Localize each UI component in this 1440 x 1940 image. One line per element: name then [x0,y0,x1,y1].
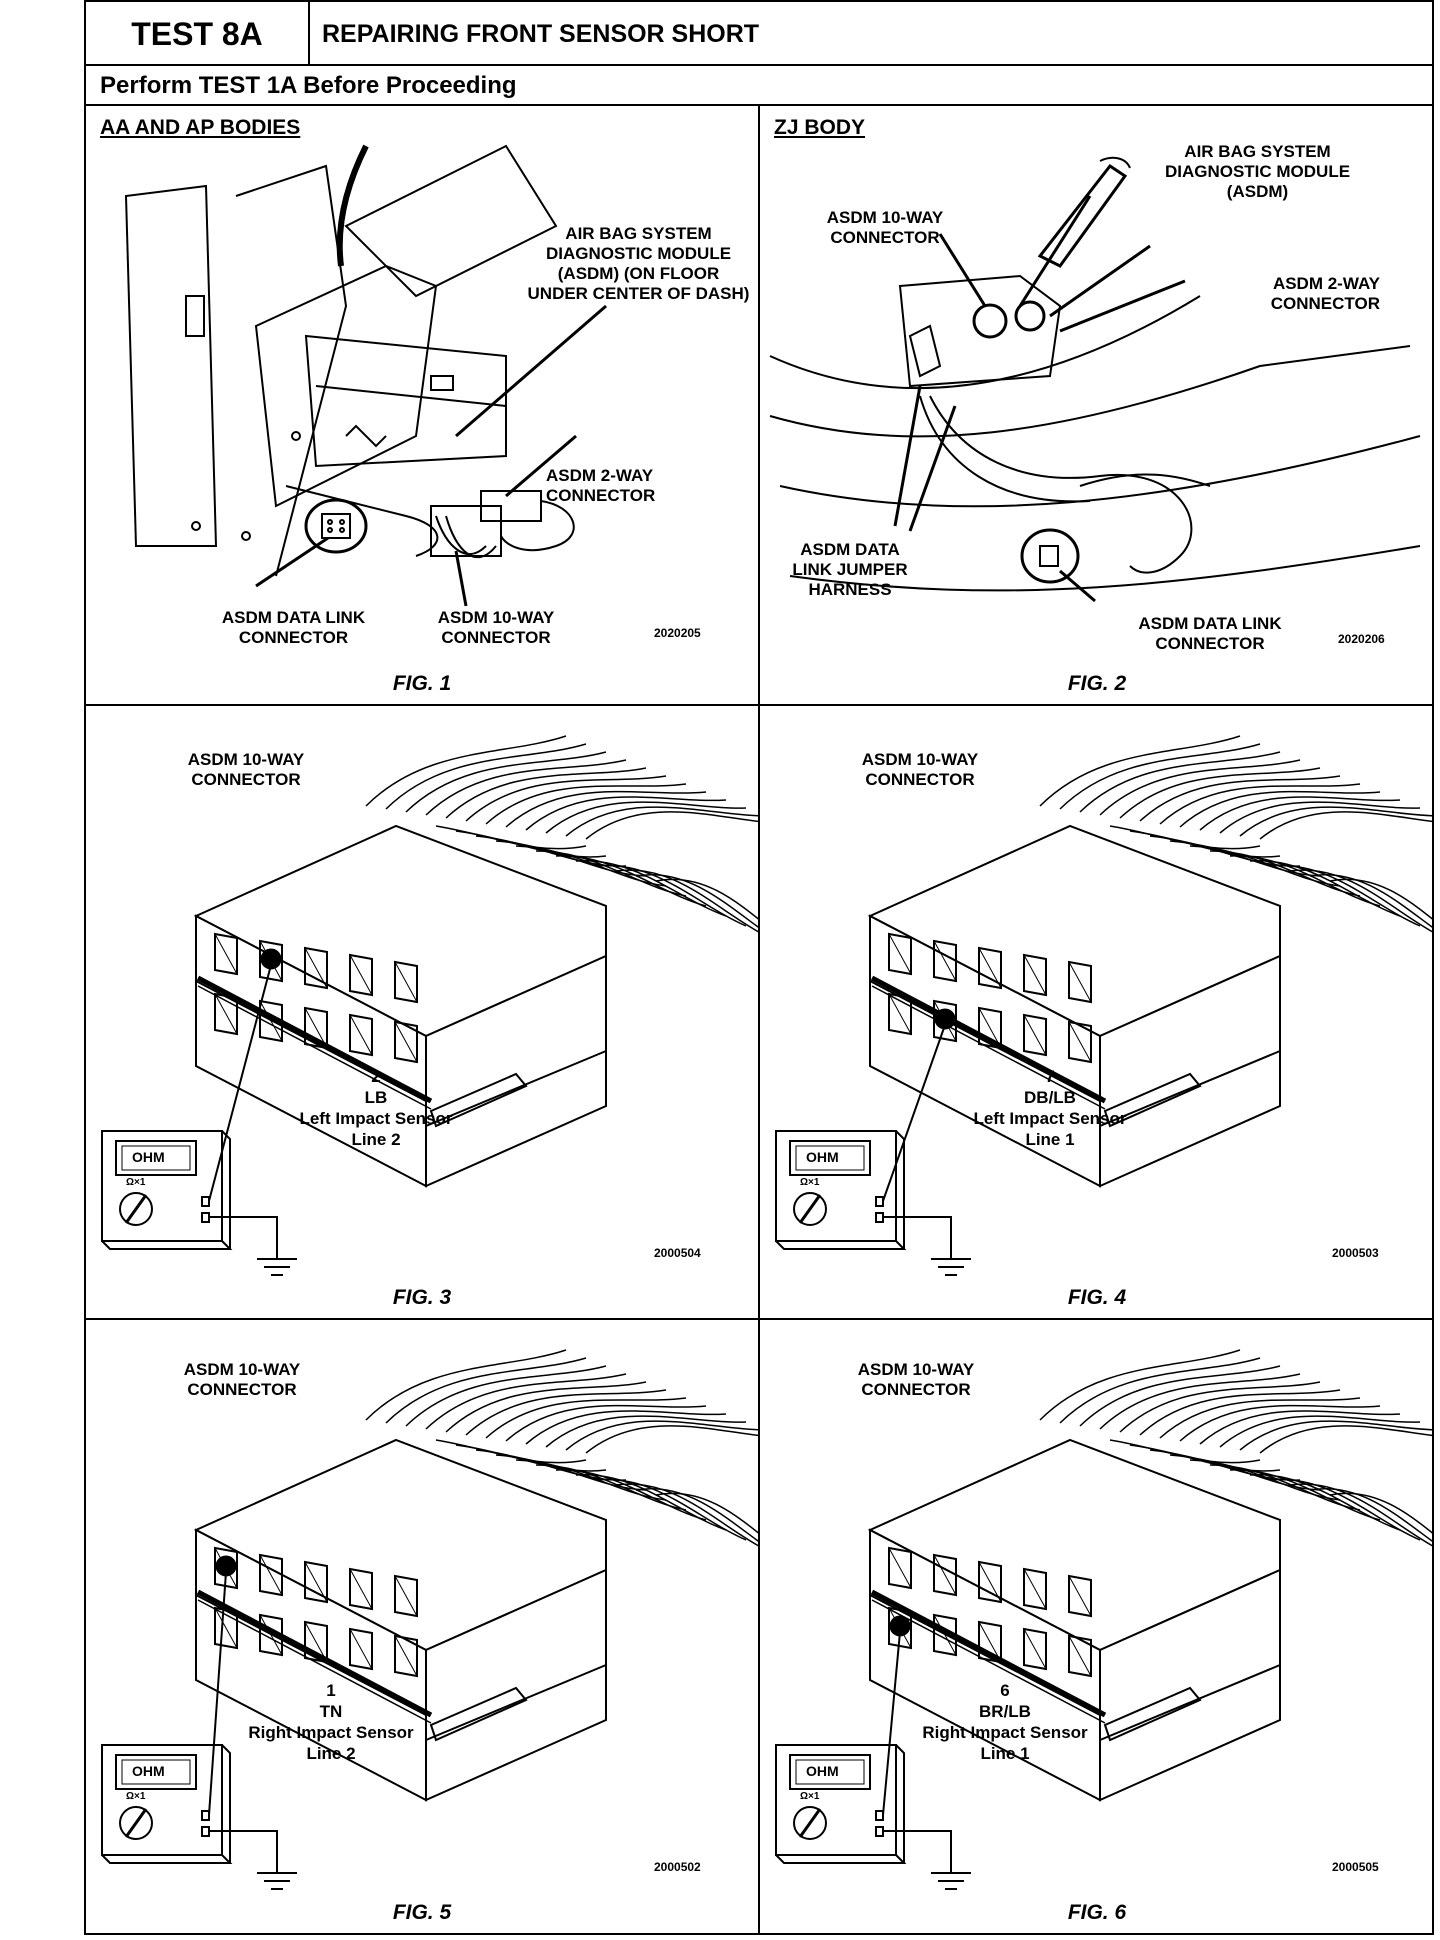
fig4-caption: FIG. 4 [1067,1286,1127,1309]
connector-illustration [101,735,758,1276]
fig4-circuit: Left Impact Sensor Line 1 [973,1109,1127,1149]
fig1-code: 2020205 [654,626,701,640]
fig2-section-title: ZJ BODY [774,116,866,139]
fig5-pin-number: 1 [326,1681,336,1700]
fig2-caption: FIG. 2 [1067,672,1127,695]
fig6-wire-color: BR/LB [979,1702,1031,1721]
prerequisite-note: Perform TEST 1A Before Proceeding [100,72,517,99]
fig6-meter-display: OHM [806,1763,839,1779]
fig6-code: 2000505 [1332,1860,1379,1874]
fig3-wire-color: LB [364,1088,388,1107]
fig5-wire-color: TN [319,1702,343,1721]
fig5-meter-range: Ω×1 [126,1791,146,1802]
fig3-caption: FIG. 3 [392,1286,452,1309]
fig3-meter-display: OHM [132,1149,165,1165]
fig1-section-title: AA AND AP BODIES [100,116,301,139]
fig1-two-way-label: ASDM 2-WAY CONNECTOR [546,466,656,505]
fig3-code: 2000504 [654,1246,701,1260]
fig5-caption: FIG. 5 [392,1901,452,1924]
fig6-caption: FIG. 6 [1067,1901,1127,1924]
title-row: TEST 8A REPAIRING FRONT SENSOR SHORT [86,2,1432,66]
fig2-jumper-label: ASDM DATA LINK JUMPER HARNESS [792,540,908,599]
fig1-illustration [124,144,607,607]
test-id: TEST 8A [86,2,310,64]
fig2-code: 2020206 [1338,632,1385,646]
fig6-pin-number: 6 [1000,1681,1010,1700]
prerequisite-row: Perform TEST 1A Before Proceeding [86,66,1432,106]
connector-illustration [775,1349,1432,1890]
fig2-illustration [769,156,1421,603]
fig1-ten-way-label: ASDM 10-WAY CONNECTOR [437,608,555,647]
fig4-wire-color: DB/LB [1024,1088,1076,1107]
fig2-panel: ZJ BODY AIR BAG SYSTEM DIAGNOSTIC MODULE… [760,106,1434,706]
fig5-meter-display: OHM [132,1763,165,1779]
fig2-data-link-label: ASDM DATA LINK CONNECTOR [1138,614,1282,653]
fig2-asdm-label: AIR BAG SYSTEM DIAGNOSTIC MODULE (ASDM) [1164,142,1351,201]
fig2-two-way-label: ASDM 2-WAY CONNECTOR [1270,274,1380,313]
fig4-connector-label: ASDM 10-WAY CONNECTOR [861,750,979,789]
fig5-connector-label: ASDM 10-WAY CONNECTOR [183,1360,301,1399]
fig2-ten-way-label: ASDM 10-WAY CONNECTOR [826,208,944,247]
test-sheet: TEST 8A REPAIRING FRONT SENSOR SHORT Per… [84,0,1434,1935]
connector-illustration [101,1349,758,1890]
connector-illustration [775,735,1432,1276]
fig4-pin-number: 7 [1045,1067,1055,1086]
fig3-circuit: Left Impact Sensor Line 2 [299,1109,453,1149]
fig3-pin-number: 2 [371,1067,381,1086]
test-title: REPAIRING FRONT SENSOR SHORT [322,20,760,48]
fig4-meter-range: Ω×1 [800,1177,820,1188]
fig6-connector-label: ASDM 10-WAY CONNECTOR [857,1360,975,1399]
fig1-data-link-label: ASDM DATA LINK CONNECTOR [221,608,366,647]
fig6-meter-range: Ω×1 [800,1791,820,1802]
fig5-code: 2000502 [654,1860,701,1874]
fig1-asdm-label: AIR BAG SYSTEM DIAGNOSTIC MODULE (ASDM) … [527,224,750,303]
fig1-panel: AA AND AP BODIES AIR BAG SYSTEM DIAGNOST… [86,106,760,706]
fig1-caption: FIG. 1 [392,672,452,695]
fig4-meter-display: OHM [806,1149,839,1165]
fig3-meter-range: Ω×1 [126,1177,146,1188]
fig4-code: 2000503 [1332,1246,1379,1260]
fig3-connector-label: ASDM 10-WAY CONNECTOR [187,750,305,789]
fig6-circuit: Right Impact Sensor Line 1 [922,1723,1088,1763]
fig5-circuit: Right Impact Sensor Line 2 [248,1723,414,1763]
